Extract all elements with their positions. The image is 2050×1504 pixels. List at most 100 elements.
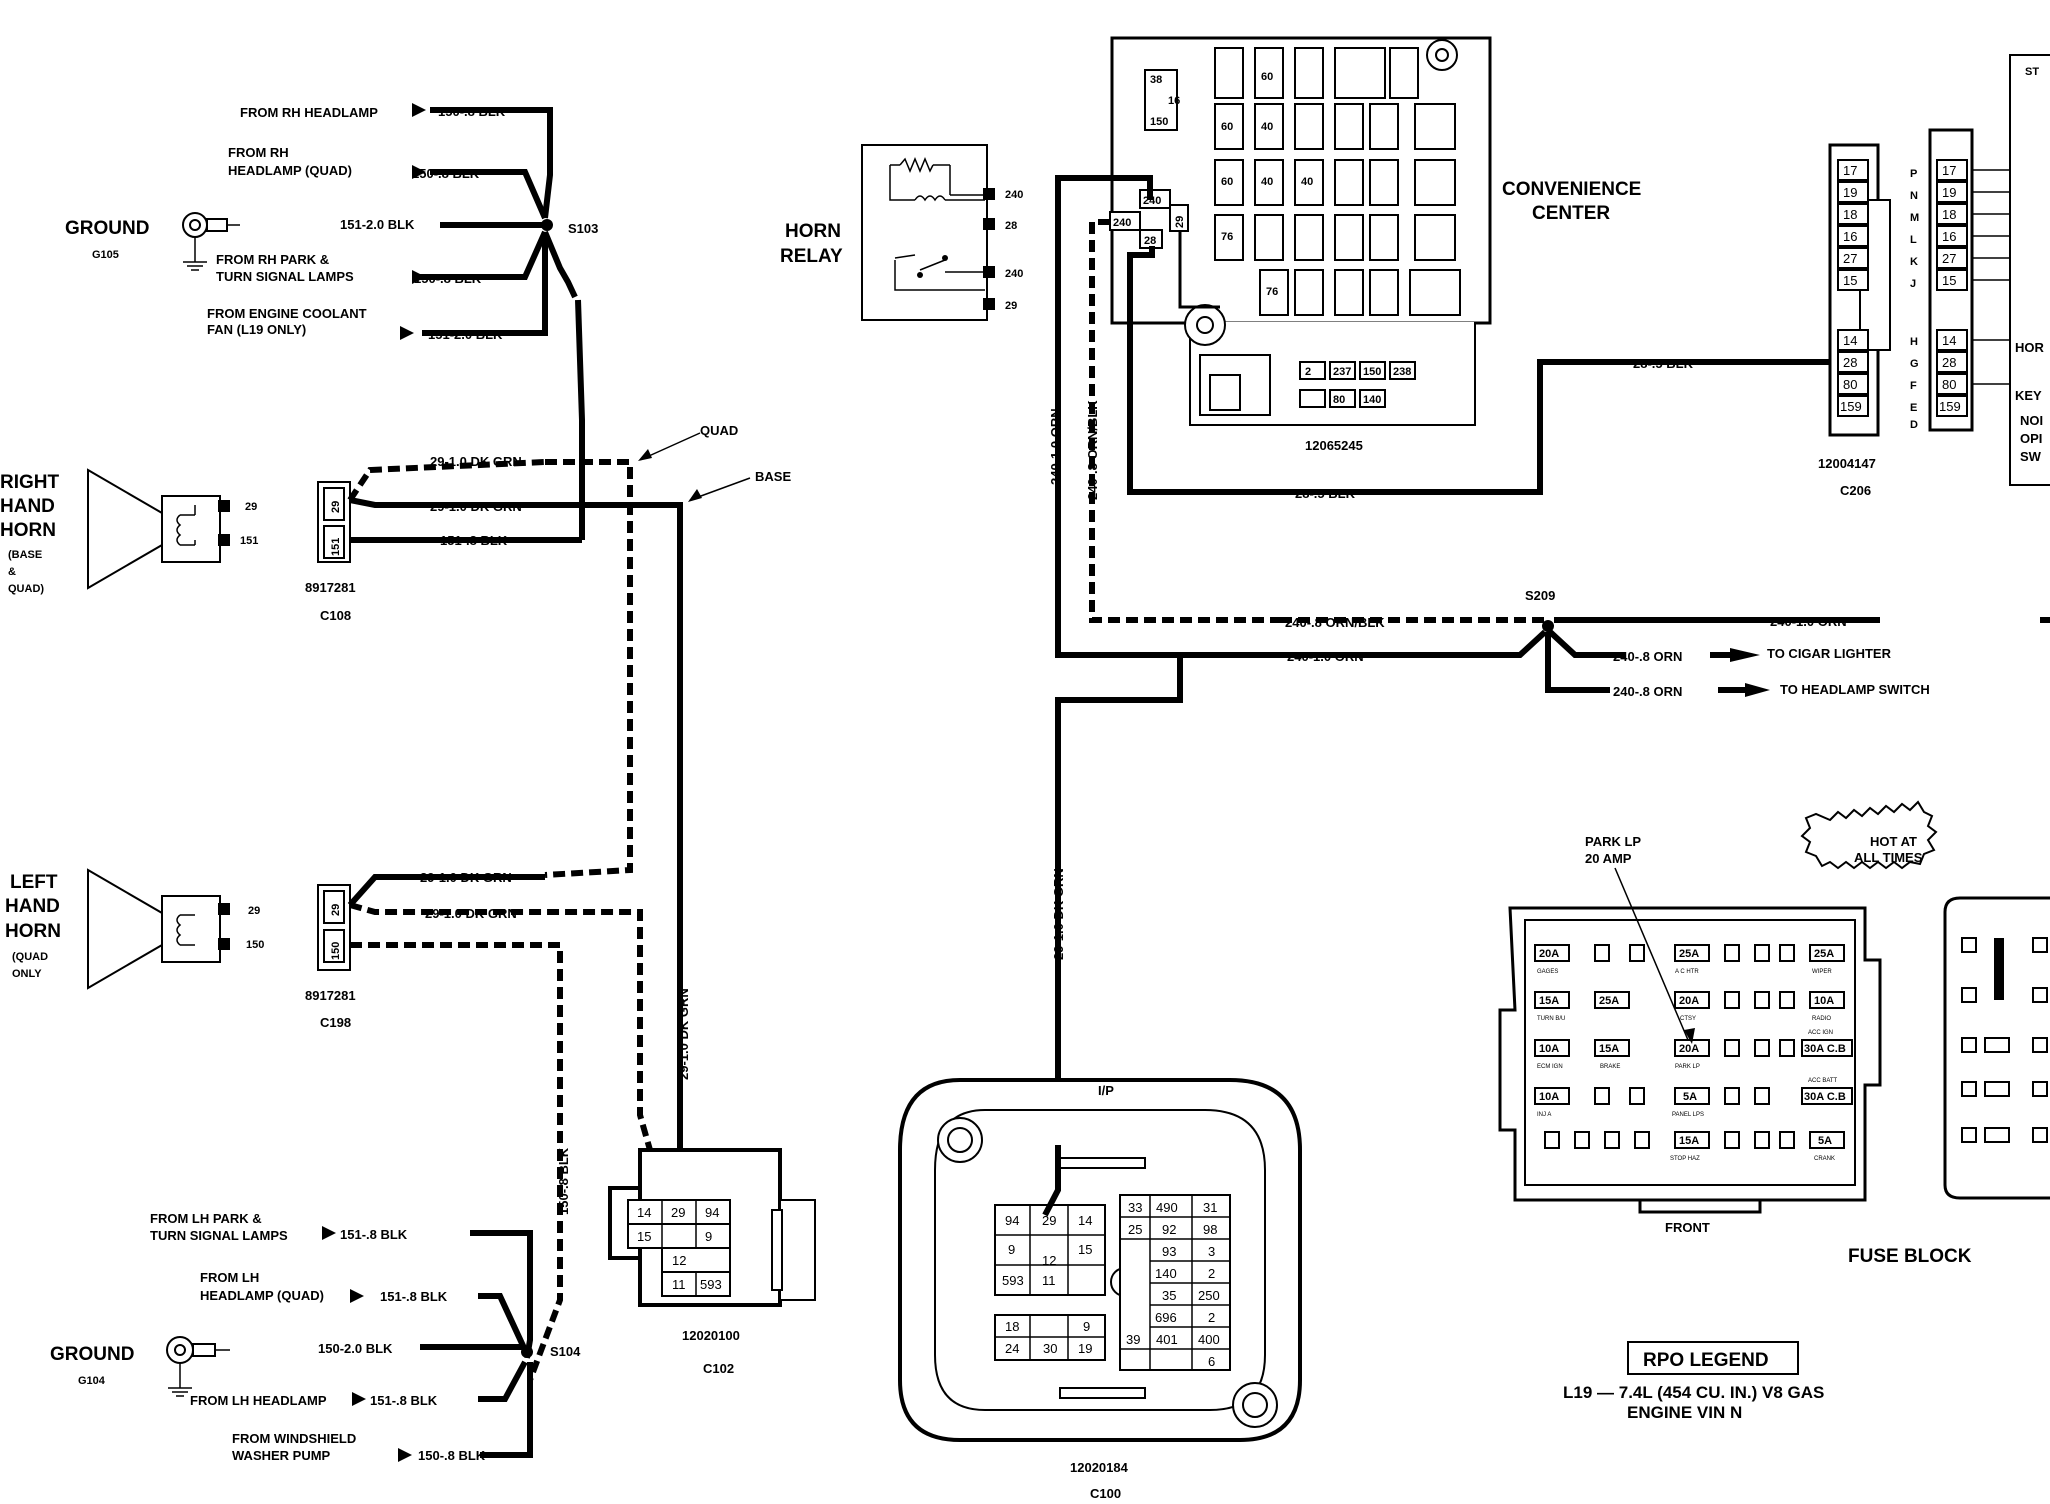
fuse: 25A — [1599, 995, 1619, 1007]
wire-label: 240-.8 ORN — [1613, 684, 1682, 699]
connector-c100: 94 29 14 9 15 12 593 11 18 9 24 30 19 33… — [898, 1078, 1302, 1501]
pin: 18 — [1005, 1319, 1019, 1334]
fuse-row-5: 15A 5A STOP HAZ CRANK — [1544, 1131, 1845, 1162]
splice-s103: S103 — [568, 221, 598, 236]
convenience-center: 38 16 150 60 40 60 40 60 40 — [1109, 36, 1641, 453]
relay-num: 140 — [1363, 394, 1381, 406]
horn-label: RIGHT — [0, 472, 60, 493]
convenience-label: CENTER — [1532, 203, 1610, 224]
pin: 93 — [1162, 1244, 1176, 1259]
fuse-rating: 76 — [1221, 231, 1233, 243]
fuse: 15A — [1539, 995, 1559, 1007]
fuse-row-4: 10A 5A 30A C.B INJ A PANEL LPS ACC BATT — [1534, 1078, 1853, 1118]
convenience-wiring: 240-1.0 ORN 240-.8 ORN/BLK 28-.5 BLK 28-… — [1048, 175, 2050, 1145]
wire-label: FROM LH — [200, 1270, 259, 1285]
horn-label: HORN — [0, 520, 56, 541]
pin: 19 — [1078, 1341, 1092, 1356]
cavity-letter: D — [1910, 419, 1918, 431]
fuse: 20A — [1539, 948, 1559, 960]
wire-label: 150-.8 BLK — [412, 166, 480, 181]
pin: 16 — [1942, 229, 1956, 244]
hot-label: ALL TIMES — [1854, 850, 1923, 865]
pin: 29 — [1005, 300, 1017, 312]
switch-label: OPI — [2020, 431, 2042, 446]
fuse-name: INJ A — [1537, 1112, 1551, 1118]
right-hand-horn: 29 151 RIGHT HAND HORN (BASE & QUAD) — [0, 468, 258, 595]
horn-label: HORN — [5, 921, 61, 942]
wire-label: 240-.8 ORN/BLK — [1285, 615, 1385, 630]
pin: 696 — [1155, 1310, 1177, 1325]
fuse: 25A — [1814, 948, 1834, 960]
c206-left-pins: 17 19 18 16 27 15 14 28 80 159 — [1837, 159, 1869, 417]
relay-label: RELAY — [780, 246, 843, 267]
pin: 11 — [672, 1277, 686, 1292]
pin: 94 — [705, 1205, 719, 1220]
pin: 29 — [245, 501, 257, 513]
horn-label: HAND — [5, 896, 60, 917]
pin: 14 — [637, 1205, 651, 1220]
pin: 250 — [1198, 1288, 1220, 1303]
wire-label: 150-.8 BLK — [556, 1147, 571, 1215]
cavity-letter: G — [1910, 358, 1919, 370]
wire-label: FROM LH PARK & — [150, 1211, 262, 1226]
fuse-name: A C HTR — [1675, 969, 1699, 975]
fuse-name: ACC IGN — [1808, 1030, 1833, 1036]
pin: 15 — [1843, 273, 1857, 288]
c100-right-pins: 33 490 31 25 92 98 93 3 140 2 35 250 696… — [1120, 1195, 1230, 1370]
pin: 16 — [1843, 229, 1857, 244]
wire-label: 240-1.0 ORN — [1287, 649, 1364, 664]
pin: 35 — [1162, 1288, 1176, 1303]
fuse-rating: 60 — [1221, 176, 1233, 188]
switch-label: NOI — [2020, 413, 2043, 428]
pin: 11 — [1042, 1273, 1056, 1288]
wire-label: 150-.8 BLK — [438, 104, 506, 119]
pin: 33 — [1128, 1200, 1142, 1215]
wire-label: 28-.5 BLK — [1633, 356, 1694, 371]
fuse-rating: 76 — [1266, 286, 1278, 298]
pin: 25 — [1128, 1222, 1142, 1237]
pin: 14 — [1942, 333, 1956, 348]
fuse: 5A — [1818, 1135, 1832, 1147]
pin: 19 — [1843, 185, 1857, 200]
wire-label: FROM ENGINE COOLANT — [207, 306, 367, 321]
pin: 15 — [1078, 1242, 1092, 1257]
pin: 29 — [671, 1205, 685, 1220]
connector-c102: 14 29 94 15 9 12 11 593 12020100 C102 — [608, 1148, 816, 1376]
pin: 17 — [1843, 163, 1857, 178]
convenience-label: CONVENIENCE — [1502, 179, 1641, 200]
fuse-name: RADIO — [1812, 1016, 1831, 1022]
connector-id: C206 — [1840, 483, 1871, 498]
ground-label: GROUND — [50, 1344, 134, 1365]
pin: 17 — [1942, 163, 1956, 178]
wire-label: FROM LH HEADLAMP — [190, 1393, 327, 1408]
wire-label: FROM RH — [228, 145, 289, 160]
rpo-line: L19 — 7.4L (454 CU. IN.) V8 GAS — [1563, 1383, 1824, 1402]
pin: 29 — [330, 501, 342, 513]
pin: 80 — [1942, 377, 1956, 392]
front-label: FRONT — [1665, 1220, 1710, 1235]
pin: 593 — [700, 1277, 722, 1292]
pin: 9 — [705, 1229, 712, 1244]
wire-label: 29-1.0 DK GRN — [420, 870, 512, 885]
pin: 15 — [1942, 273, 1956, 288]
wire-label: 151-2.0 BLK — [428, 327, 503, 342]
pin: 240 — [1113, 217, 1131, 229]
pin: 140 — [1155, 1266, 1177, 1281]
ground-id: G105 — [92, 249, 119, 261]
pin: 18 — [1843, 207, 1857, 222]
fuse-rating: 60 — [1261, 71, 1273, 83]
cavity-letter: N — [1910, 190, 1918, 202]
relay-num: 80 — [1333, 394, 1345, 406]
pin: 159 — [1939, 399, 1961, 414]
connector-c198: 29 150 8917281 C198 29-1.0 DK GRN 29-1.0… — [305, 870, 653, 1382]
horn-label: LEFT — [10, 872, 58, 893]
pin: 18 — [1942, 207, 1956, 222]
wire-label: 240-.8 ORN — [1613, 649, 1682, 664]
pin: 6 — [1208, 1354, 1215, 1369]
ground-id: G104 — [78, 1375, 106, 1387]
rpo-title: RPO LEGEND — [1643, 1350, 1769, 1371]
relay-num: 150 — [1363, 366, 1381, 378]
pin: 29 — [248, 905, 260, 917]
relay-num: 237 — [1333, 366, 1351, 378]
part-number: 12065245 — [1305, 438, 1363, 453]
